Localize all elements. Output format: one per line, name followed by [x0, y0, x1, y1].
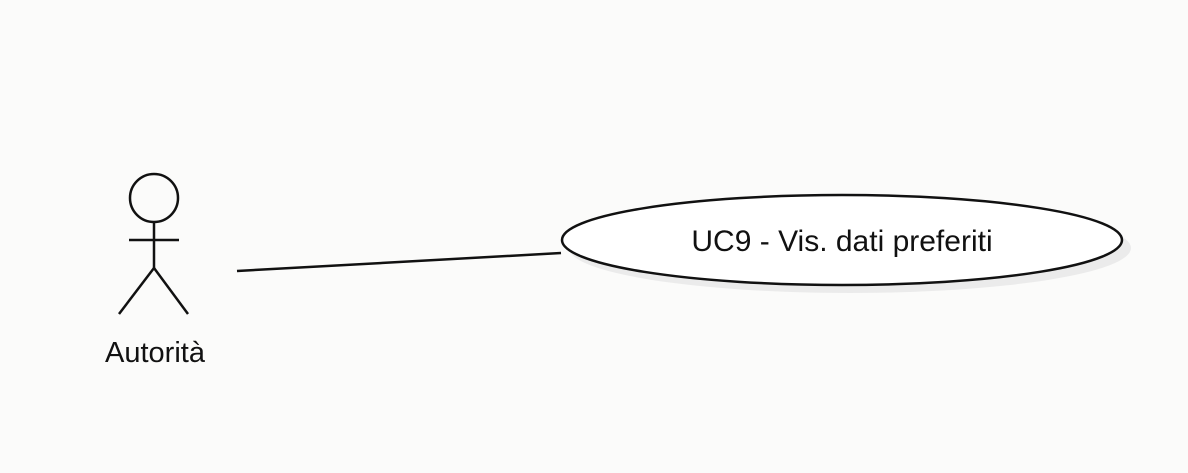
use-case-label: UC9 - Vis. dati preferiti: [691, 225, 992, 258]
actor-head: [128, 172, 180, 224]
use-case-ellipse: [560, 193, 1124, 287]
actor-label: Autorità: [105, 337, 206, 369]
actor-left-leg: [118, 267, 155, 315]
actor-figure[interactable]: [118, 172, 190, 315]
actor-right-leg: [152, 267, 190, 315]
association-line[interactable]: [236, 251, 562, 273]
use-case[interactable]: UC9 - Vis. dati preferiti: [560, 193, 1131, 293]
